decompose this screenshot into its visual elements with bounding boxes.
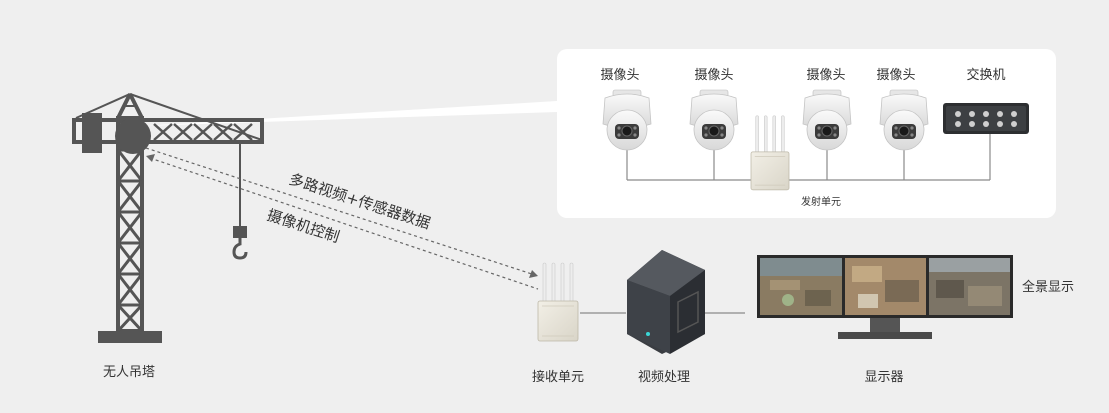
camera-label-1: 摄像头 <box>600 68 640 83</box>
uplink-line <box>145 147 539 277</box>
view-beam <box>142 101 557 126</box>
tower-crane-icon <box>72 93 264 343</box>
downlink-arrow <box>146 154 155 162</box>
monitor-label: 显示器 <box>864 370 904 385</box>
camera-icon <box>602 89 652 151</box>
monitor-icon <box>757 255 1013 339</box>
uplink-arrow <box>529 270 538 278</box>
transmitter-label: 发射单元 <box>801 197 841 208</box>
video-processing-label: 视频处理 <box>637 370 691 385</box>
receiver-label: 接收单元 <box>531 370 585 385</box>
switch-label: 交换机 <box>966 68 1006 83</box>
panorama-label: 全景显示 <box>1022 280 1075 295</box>
camera-icon <box>879 89 929 151</box>
camera-label-4: 摄像头 <box>876 68 916 83</box>
switch-icon <box>943 103 1029 134</box>
transmitter-icon <box>750 115 790 191</box>
camera-icon <box>802 89 852 151</box>
downlink-line <box>149 157 539 290</box>
receiver-icon <box>537 262 579 342</box>
camera-icon <box>689 89 739 151</box>
server-icon <box>627 250 705 354</box>
camera-label-3: 摄像头 <box>806 68 846 83</box>
camera-label-2: 摄像头 <box>694 68 734 83</box>
camera-wiring <box>626 134 991 181</box>
tower-crane-label: 无人吊塔 <box>102 365 156 380</box>
